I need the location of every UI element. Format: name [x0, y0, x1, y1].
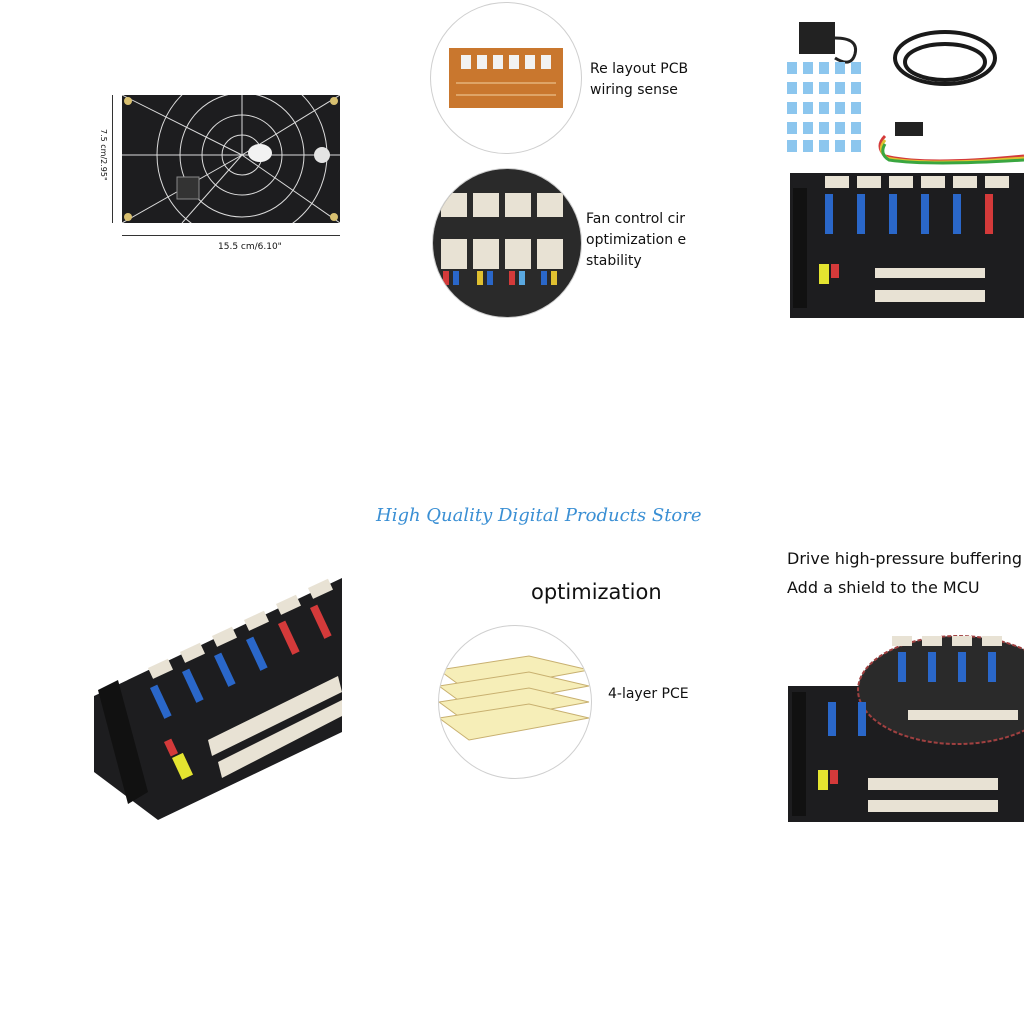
accessories-panel [785, 18, 1024, 318]
pcb-layer-circle [438, 625, 592, 779]
feature-text-1b: wiring sense [590, 82, 678, 98]
angled-board-panel [88, 572, 342, 822]
drive-text: Drive high-pressure buffering pr [787, 549, 1024, 568]
layer-label: 4-layer PCE [608, 686, 689, 702]
pcb-board-top-view [121, 69, 341, 241]
feature-text-1a: Re layout PCB [590, 61, 689, 77]
accessories-image [787, 22, 1024, 318]
shield-board-panel [788, 630, 1024, 826]
fan-connector-circle [432, 168, 582, 318]
shield-board-image [788, 635, 1024, 822]
optimization-heading: optimization [531, 580, 662, 604]
angled-board-image [94, 578, 342, 820]
store-name: High Quality Digital Products Store [376, 505, 702, 526]
shield-text: Add a shield to the MCU [787, 578, 980, 597]
height-arrow [112, 95, 113, 223]
pcb-layers-icon [439, 655, 590, 741]
height-label: 7.5 cm/2.95" [99, 129, 108, 181]
spider-web-icon [121, 69, 341, 241]
feature-text-2c: stability [586, 253, 642, 269]
board-dimension-panel: 7.5 cm/2.95" 15.5 cm/6.10" [90, 69, 350, 260]
fan-connector-icon [433, 169, 581, 317]
feature-text-2a: Fan control cir [586, 211, 685, 227]
orange-pcb-icon [449, 48, 563, 108]
width-label: 15.5 cm/6.10" [218, 242, 282, 252]
feature-text-2b: optimization e [586, 232, 687, 248]
width-arrow [122, 235, 340, 236]
pcb-layout-circle [430, 2, 582, 154]
